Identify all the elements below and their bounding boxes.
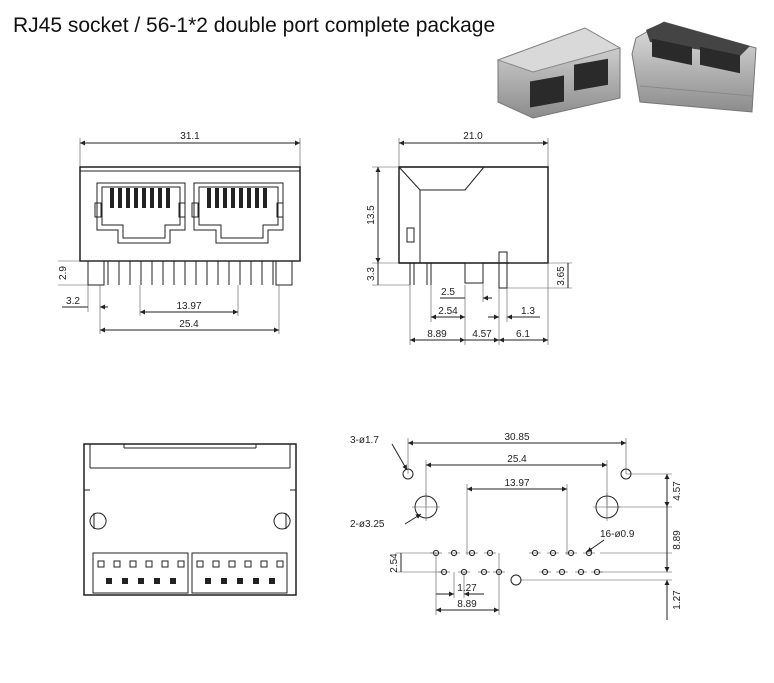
dim-side-pin-height: 3.3 — [366, 267, 377, 281]
dim-front-pitch: 13.97 — [176, 301, 201, 312]
dim-side-d6: 6.1 — [516, 329, 530, 340]
port-contact — [166, 188, 170, 208]
bottom-pad — [161, 560, 169, 568]
bottom-pad — [170, 578, 176, 584]
bottom-pad — [253, 578, 259, 584]
dim-side-d4: 8.89 — [427, 329, 447, 340]
footprint-hole — [486, 549, 494, 557]
dim-mount-holes: 3-ø1.7 — [350, 435, 379, 446]
port-contact — [134, 188, 138, 208]
dim-front-pin-height: 2.9 — [58, 266, 69, 280]
port-contact — [239, 188, 243, 208]
dim-footprint-inner: 13.97 — [504, 478, 529, 489]
dim-side-d5: 4.57 — [472, 329, 492, 340]
port-contact — [247, 188, 251, 208]
dim-right-mid: 8.89 — [672, 530, 683, 550]
front-view: 31.1 2.9 3 — [58, 131, 301, 334]
dim-side-d2: 2.54 — [438, 306, 458, 317]
port-contact — [223, 188, 227, 208]
dim-side-rear-height: 3.65 — [556, 266, 567, 286]
port-contact — [255, 188, 259, 208]
product-photo-angled — [631, 21, 757, 113]
side-view: 21.0 13.5 3.3 3.65 — [366, 131, 572, 345]
dim-side-length: 21.0 — [463, 131, 483, 142]
dim-side-d3: 1.3 — [521, 306, 535, 317]
bottom-view — [83, 443, 297, 596]
dim-left-pitch: 2.54 — [389, 553, 400, 573]
port-contact — [158, 188, 162, 208]
dim-front-offset: 3.2 — [66, 296, 80, 307]
dim-small-holes: 16-ø0.9 — [600, 529, 635, 540]
bottom-pad — [97, 560, 105, 568]
port-contact — [142, 188, 146, 208]
port-contact — [110, 188, 114, 208]
port-contact — [150, 188, 154, 208]
dim-right-bottom: 1.27 — [672, 590, 683, 610]
port-contact — [231, 188, 235, 208]
footprint-hole — [531, 549, 539, 557]
dim-row-span: 8.89 — [457, 599, 477, 610]
bottom-pad — [113, 560, 121, 568]
port-contact — [207, 188, 211, 208]
footprint-hole — [593, 568, 601, 576]
port-contact — [215, 188, 219, 208]
footprint-hole — [558, 568, 566, 576]
bottom-pad — [269, 578, 275, 584]
page-title: RJ45 socket / 56-1*2 double port complet… — [13, 14, 496, 37]
dim-pitch: 1.27 — [457, 583, 477, 594]
footprint-hole — [541, 568, 549, 576]
dim-front-width: 31.1 — [180, 131, 200, 142]
bottom-pad — [145, 560, 153, 568]
bottom-pad — [260, 560, 268, 568]
product-photo-front — [496, 27, 622, 119]
bottom-pad — [276, 560, 284, 568]
footprint-hole — [468, 549, 476, 557]
bottom-pad — [212, 560, 220, 568]
bottom-pad — [138, 578, 144, 584]
bottom-pad — [205, 578, 211, 584]
bottom-pad — [196, 560, 204, 568]
bottom-pad — [177, 560, 185, 568]
bottom-pad — [244, 560, 252, 568]
dim-big-holes: 2-ø3.25 — [350, 519, 385, 530]
port-contact — [263, 188, 267, 208]
bottom-pad — [228, 560, 236, 568]
bottom-pad — [154, 578, 160, 584]
bottom-pad — [106, 578, 112, 584]
dim-right-top: 4.57 — [672, 481, 683, 501]
footprint-hole — [450, 549, 458, 557]
dim-side-body-height: 13.5 — [366, 205, 377, 225]
port-contact — [126, 188, 130, 208]
dim-side-d1: 2.5 — [441, 287, 455, 298]
bottom-pad — [122, 578, 128, 584]
footprint-hole — [585, 549, 593, 557]
footprint-view: 3-ø1.7 30.85 25.4 13.97 2-ø3.25 — [350, 432, 683, 620]
footprint-hole — [480, 568, 488, 576]
dim-footprint-outer: 30.85 — [504, 432, 529, 443]
bottom-pad — [221, 578, 227, 584]
dim-footprint-mid: 25.4 — [507, 454, 527, 465]
footprint-hole — [567, 549, 575, 557]
bottom-pad — [237, 578, 243, 584]
dim-front-span: 25.4 — [179, 319, 199, 330]
bottom-pad — [129, 560, 137, 568]
footprint-hole — [577, 568, 585, 576]
footprint-hole — [549, 549, 557, 557]
port-contact — [118, 188, 122, 208]
